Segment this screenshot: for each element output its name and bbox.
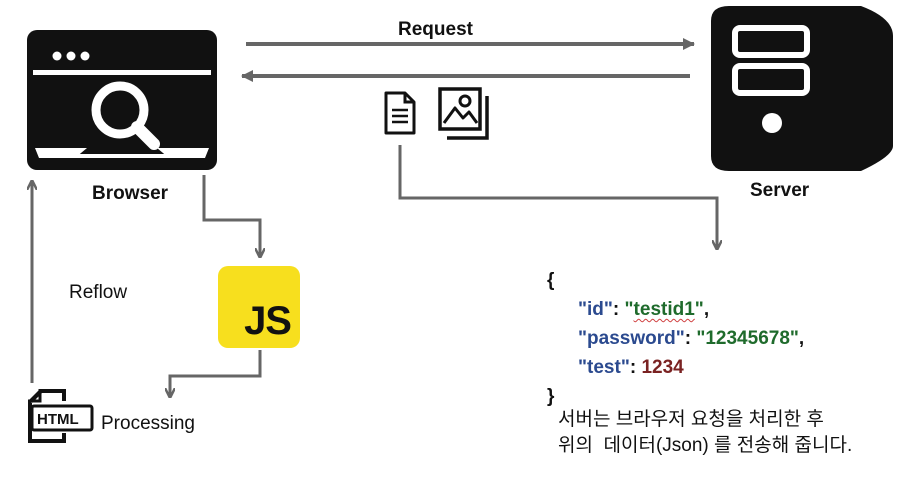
javascript-icon-text: JS <box>244 299 292 343</box>
json-line-test: "test": 1234 <box>578 357 684 378</box>
description-text: 서버는 브라우저 요청을 처리한 후 위의 데이터(Json) 를 전송해 줍니… <box>558 407 852 459</box>
description-line-2: 위의 데이터(Json) 를 전송해 줍니다. <box>558 435 853 456</box>
request-label: Request <box>398 19 473 40</box>
js-to-processing-arrow <box>170 350 262 396</box>
json-value: 12345678 <box>705 328 790 349</box>
json-close-brace: } <box>547 386 555 407</box>
json-key: password <box>587 328 676 349</box>
browser-label: Browser <box>92 183 169 204</box>
json-value: 1234 <box>641 357 684 378</box>
browser-search-icon <box>27 30 217 170</box>
processing-label: Processing <box>101 413 195 434</box>
json-line-id: "id": "testid1", <box>578 299 710 320</box>
json-open-brace: { <box>547 270 555 291</box>
javascript-icon: JS <box>218 266 300 348</box>
description-line-1: 서버는 브라우저 요청을 처리한 후 <box>558 409 824 430</box>
server-label: Server <box>750 180 810 201</box>
document-icon <box>383 90 417 136</box>
json-key: id <box>587 299 604 320</box>
json-value: testid1 <box>633 299 695 320</box>
browser-to-js-arrow <box>202 175 260 256</box>
html-file-icon: HTML <box>26 387 94 445</box>
json-key: test <box>587 357 621 378</box>
html-file-icon-text: HTML <box>37 411 79 428</box>
json-line-password: "password": "12345678", <box>578 328 805 349</box>
json-code-block: { "id": "testid1", "password": "12345678… <box>547 266 804 411</box>
reflow-label: Reflow <box>69 282 128 303</box>
server-icon <box>711 6 893 171</box>
data-to-json-arrow <box>398 145 717 248</box>
image-icon <box>437 86 493 142</box>
